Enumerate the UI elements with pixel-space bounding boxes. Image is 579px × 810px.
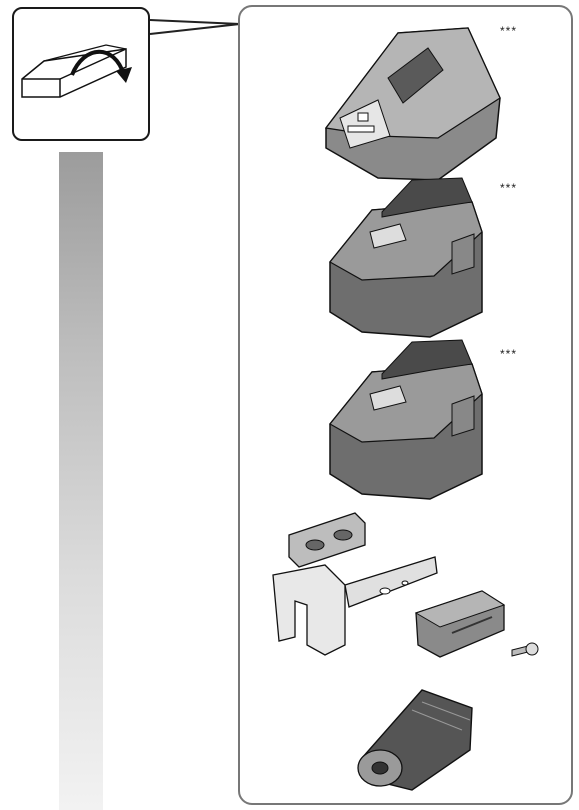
battery-pack-icon bbox=[329, 177, 483, 338]
belt-clip-icon bbox=[288, 512, 366, 568]
keyless-chuck-icon bbox=[357, 689, 473, 791]
battery-pack-icon bbox=[329, 339, 483, 500]
screw-icon bbox=[511, 642, 539, 657]
fold-out-box bbox=[12, 7, 150, 141]
battery-charger-icon bbox=[324, 27, 501, 181]
accessory-mark: *** bbox=[500, 181, 518, 195]
section-side-bar bbox=[59, 152, 103, 810]
holder-bracket-icon bbox=[272, 556, 438, 656]
bit-holder-icon bbox=[414, 590, 506, 658]
accessory-mark: *** bbox=[500, 347, 518, 361]
accessory-mark: *** bbox=[500, 24, 518, 38]
fold-out-page-icon bbox=[21, 44, 132, 98]
